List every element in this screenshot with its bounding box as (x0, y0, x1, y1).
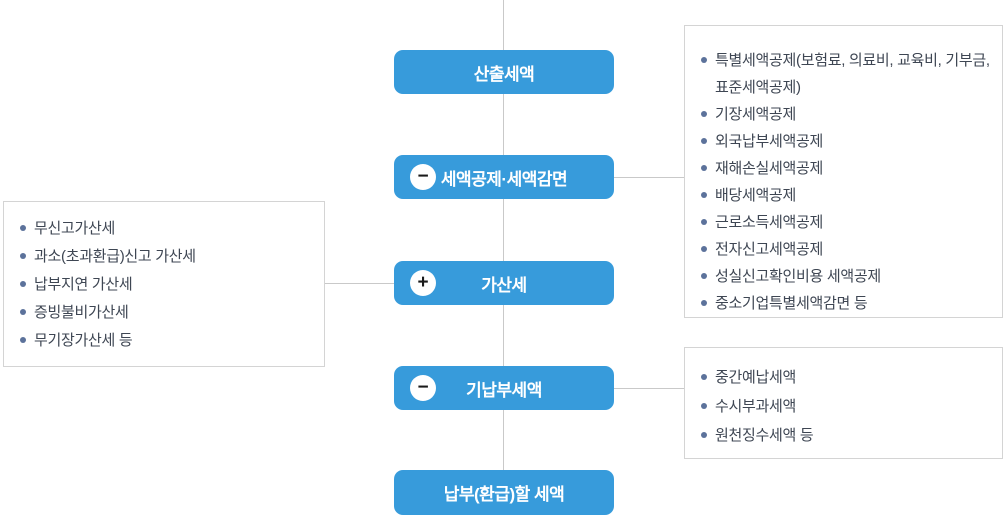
list-item: 성실신고확인비용 세액공제 (685, 263, 1002, 290)
penalty-tax-list: 무신고가산세 과소(초과환급)신고 가산세 납부지연 가산세 증빙불비가산세 무… (4, 215, 324, 354)
bullet-icon (701, 192, 707, 198)
list-item-label: 수시부과세액 (715, 398, 797, 415)
list-item-label: 납부지연 가산세 (34, 276, 133, 293)
list-item: 전자신고세액공제 (685, 236, 1002, 263)
list-item-label: 과소(초과환급)신고 가산세 (34, 248, 196, 265)
list-item-label: 중소기업특별세액감면 등 (715, 295, 868, 312)
connector-penalties-line (323, 283, 396, 284)
list-item: 중간예납세액 (685, 364, 1002, 391)
flow-box-label: 산출세액 (473, 64, 535, 84)
connector-prepaid-line (610, 388, 684, 389)
prepaid-tax-list: 중간예납세액 수시부과세액 원천징수세액 등 (685, 364, 1002, 449)
flow-vertical-line (503, 0, 504, 470)
list-item: 수시부과세액 (685, 393, 1002, 420)
list-item: 무기장가산세 등 (4, 327, 324, 354)
list-item-label: 무신고가산세 (34, 220, 116, 237)
flow-box-calculated-tax: 산출세액 (394, 50, 614, 94)
list-item: 과소(초과환급)신고 가산세 (4, 243, 324, 270)
flow-box-label: 세액공제·세액감면 (440, 169, 568, 189)
flow-box-tax-credit-reduction: − 세액공제·세액감면 (394, 155, 614, 199)
bullet-icon (701, 273, 707, 279)
list-item: 증빙불비가산세 (4, 299, 324, 326)
list-item: 기장세액공제 (685, 101, 1002, 128)
list-item: 외국납부세액공제 (685, 128, 1002, 155)
list-item: 중소기업특별세액감면 등 (685, 290, 1002, 317)
list-item: 특별세액공제(보험료, 의료비, 교육비, 기부금, 표준세액공제) (685, 47, 1002, 101)
bullet-icon (701, 374, 707, 380)
list-item-label: 무기장가산세 등 (34, 332, 133, 349)
flow-box-tax-payable-refundable: 납부(환급)할 세액 (394, 470, 614, 515)
list-item: 배당세액공제 (685, 182, 1002, 209)
bullet-icon (701, 403, 707, 409)
list-item-label: 재해손실세액공제 (715, 160, 824, 177)
flow-box-label: 가산세 (481, 275, 527, 295)
bullet-icon (701, 300, 707, 306)
bullet-icon (701, 165, 707, 171)
list-item: 근로소득세액공제 (685, 209, 1002, 236)
bullet-icon (20, 337, 26, 343)
list-item-label: 근로소득세액공제 (715, 214, 824, 231)
flow-box-label: 납부(환급)할 세액 (443, 485, 565, 504)
list-item: 무신고가산세 (4, 215, 324, 242)
list-item-label: 외국납부세액공제 (715, 133, 824, 150)
list-item-label: 증빙불비가산세 (34, 304, 129, 321)
flow-box-prepaid-tax: − 기납부세액 (394, 366, 614, 410)
prepaid-tax-list-panel: 중간예납세액 수시부과세액 원천징수세액 등 (684, 347, 1003, 459)
list-item-label: 배당세액공제 (715, 187, 797, 204)
minus-icon: − (410, 164, 436, 190)
list-item: 재해손실세액공제 (685, 155, 1002, 182)
tax-credit-list-panel: 특별세액공제(보험료, 의료비, 교육비, 기부금, 표준세액공제) 기장세액공… (684, 25, 1003, 318)
bullet-icon (701, 138, 707, 144)
flow-box-penalty-tax: + 가산세 (394, 261, 614, 305)
bullet-icon (701, 111, 707, 117)
bullet-icon (701, 432, 707, 438)
list-item-label: 전자신고세액공제 (715, 241, 824, 258)
bullet-icon (20, 281, 26, 287)
bullet-icon (20, 309, 26, 315)
list-item: 원천징수세액 등 (685, 422, 1002, 449)
bullet-icon (20, 253, 26, 259)
connector-credits-line (610, 177, 684, 178)
tax-credit-list: 특별세액공제(보험료, 의료비, 교육비, 기부금, 표준세액공제) 기장세액공… (685, 47, 1002, 317)
list-item-label: 특별세액공제(보험료, 의료비, 교육비, 기부금, 표준세액공제) (715, 52, 990, 96)
bullet-icon (701, 246, 707, 252)
minus-icon: − (410, 375, 436, 401)
bullet-icon (701, 219, 707, 225)
list-item: 납부지연 가산세 (4, 271, 324, 298)
penalty-tax-list-panel: 무신고가산세 과소(초과환급)신고 가산세 납부지연 가산세 증빙불비가산세 무… (3, 201, 325, 367)
plus-icon: + (410, 270, 436, 296)
list-item-label: 원천징수세액 등 (715, 427, 814, 444)
list-item-label: 중간예납세액 (715, 369, 797, 386)
list-item-label: 기장세액공제 (715, 106, 797, 123)
bullet-icon (701, 57, 707, 63)
bullet-icon (20, 225, 26, 231)
list-item-label: 성실신고확인비용 세액공제 (715, 268, 881, 285)
flow-box-label: 기납부세액 (466, 380, 542, 400)
